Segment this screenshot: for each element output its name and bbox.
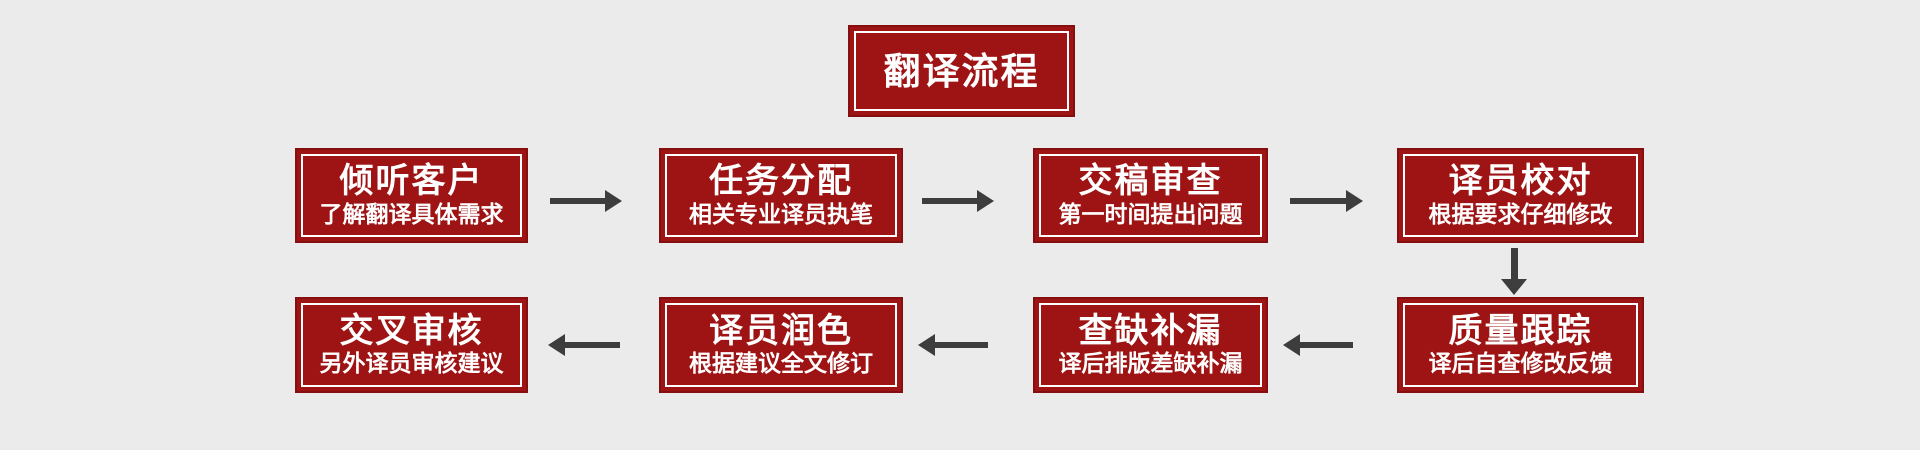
arrow-down-icon xyxy=(1501,248,1527,295)
page-title: 翻译流程 xyxy=(883,49,1040,93)
arrow-left-icon xyxy=(918,334,988,356)
arrow-right-icon xyxy=(922,190,994,212)
step-title: 译员校对 xyxy=(1448,161,1593,202)
step-gap-check-fill: 查缺补漏 译后排版差缺补漏 xyxy=(1033,297,1268,393)
step-title: 倾听客户 xyxy=(339,161,484,202)
arrow-left-icon xyxy=(548,334,620,356)
step-quality-tracking: 质量跟踪 译后自查修改反馈 xyxy=(1397,297,1644,393)
step-subtitle: 译后自查修改反馈 xyxy=(1428,351,1613,378)
step-title: 查缺补漏 xyxy=(1078,310,1223,351)
step-listen-customers: 倾听客户 了解翻译具体需求 xyxy=(295,148,528,243)
step-title: 交稿审查 xyxy=(1078,161,1223,202)
step-subtitle: 了解翻译具体需求 xyxy=(319,201,504,228)
arrow-left-icon xyxy=(1283,334,1353,356)
step-task-assignment: 任务分配 相关专业译员执笔 xyxy=(659,148,903,243)
arrow-right-icon xyxy=(1290,190,1363,212)
step-title: 任务分配 xyxy=(709,161,853,202)
step-translator-proofreading: 译员校对 根据要求仔细修改 xyxy=(1397,148,1644,243)
flowchart-title-box: 翻译流程 xyxy=(848,25,1075,117)
step-subtitle: 第一时间提出问题 xyxy=(1058,201,1243,228)
arrow-right-icon xyxy=(550,190,622,212)
step-subtitle: 另外译员审核建议 xyxy=(319,351,504,378)
step-subtitle: 根据建议全文修订 xyxy=(689,351,873,378)
step-subtitle: 相关专业译员执笔 xyxy=(689,201,873,228)
title-inner-frame: 翻译流程 xyxy=(854,31,1069,111)
step-subtitle: 译后排版差缺补漏 xyxy=(1058,351,1243,378)
step-title: 交叉审核 xyxy=(339,310,484,351)
step-subtitle: 根据要求仔细修改 xyxy=(1428,201,1613,228)
step-title: 译员润色 xyxy=(709,310,853,351)
step-cross-review: 交叉审核 另外译员审核建议 xyxy=(295,297,528,393)
step-title: 质量跟踪 xyxy=(1448,310,1593,351)
step-draft-review: 交稿审查 第一时间提出问题 xyxy=(1033,148,1268,243)
step-translator-polishing: 译员润色 根据建议全文修订 xyxy=(659,297,903,393)
